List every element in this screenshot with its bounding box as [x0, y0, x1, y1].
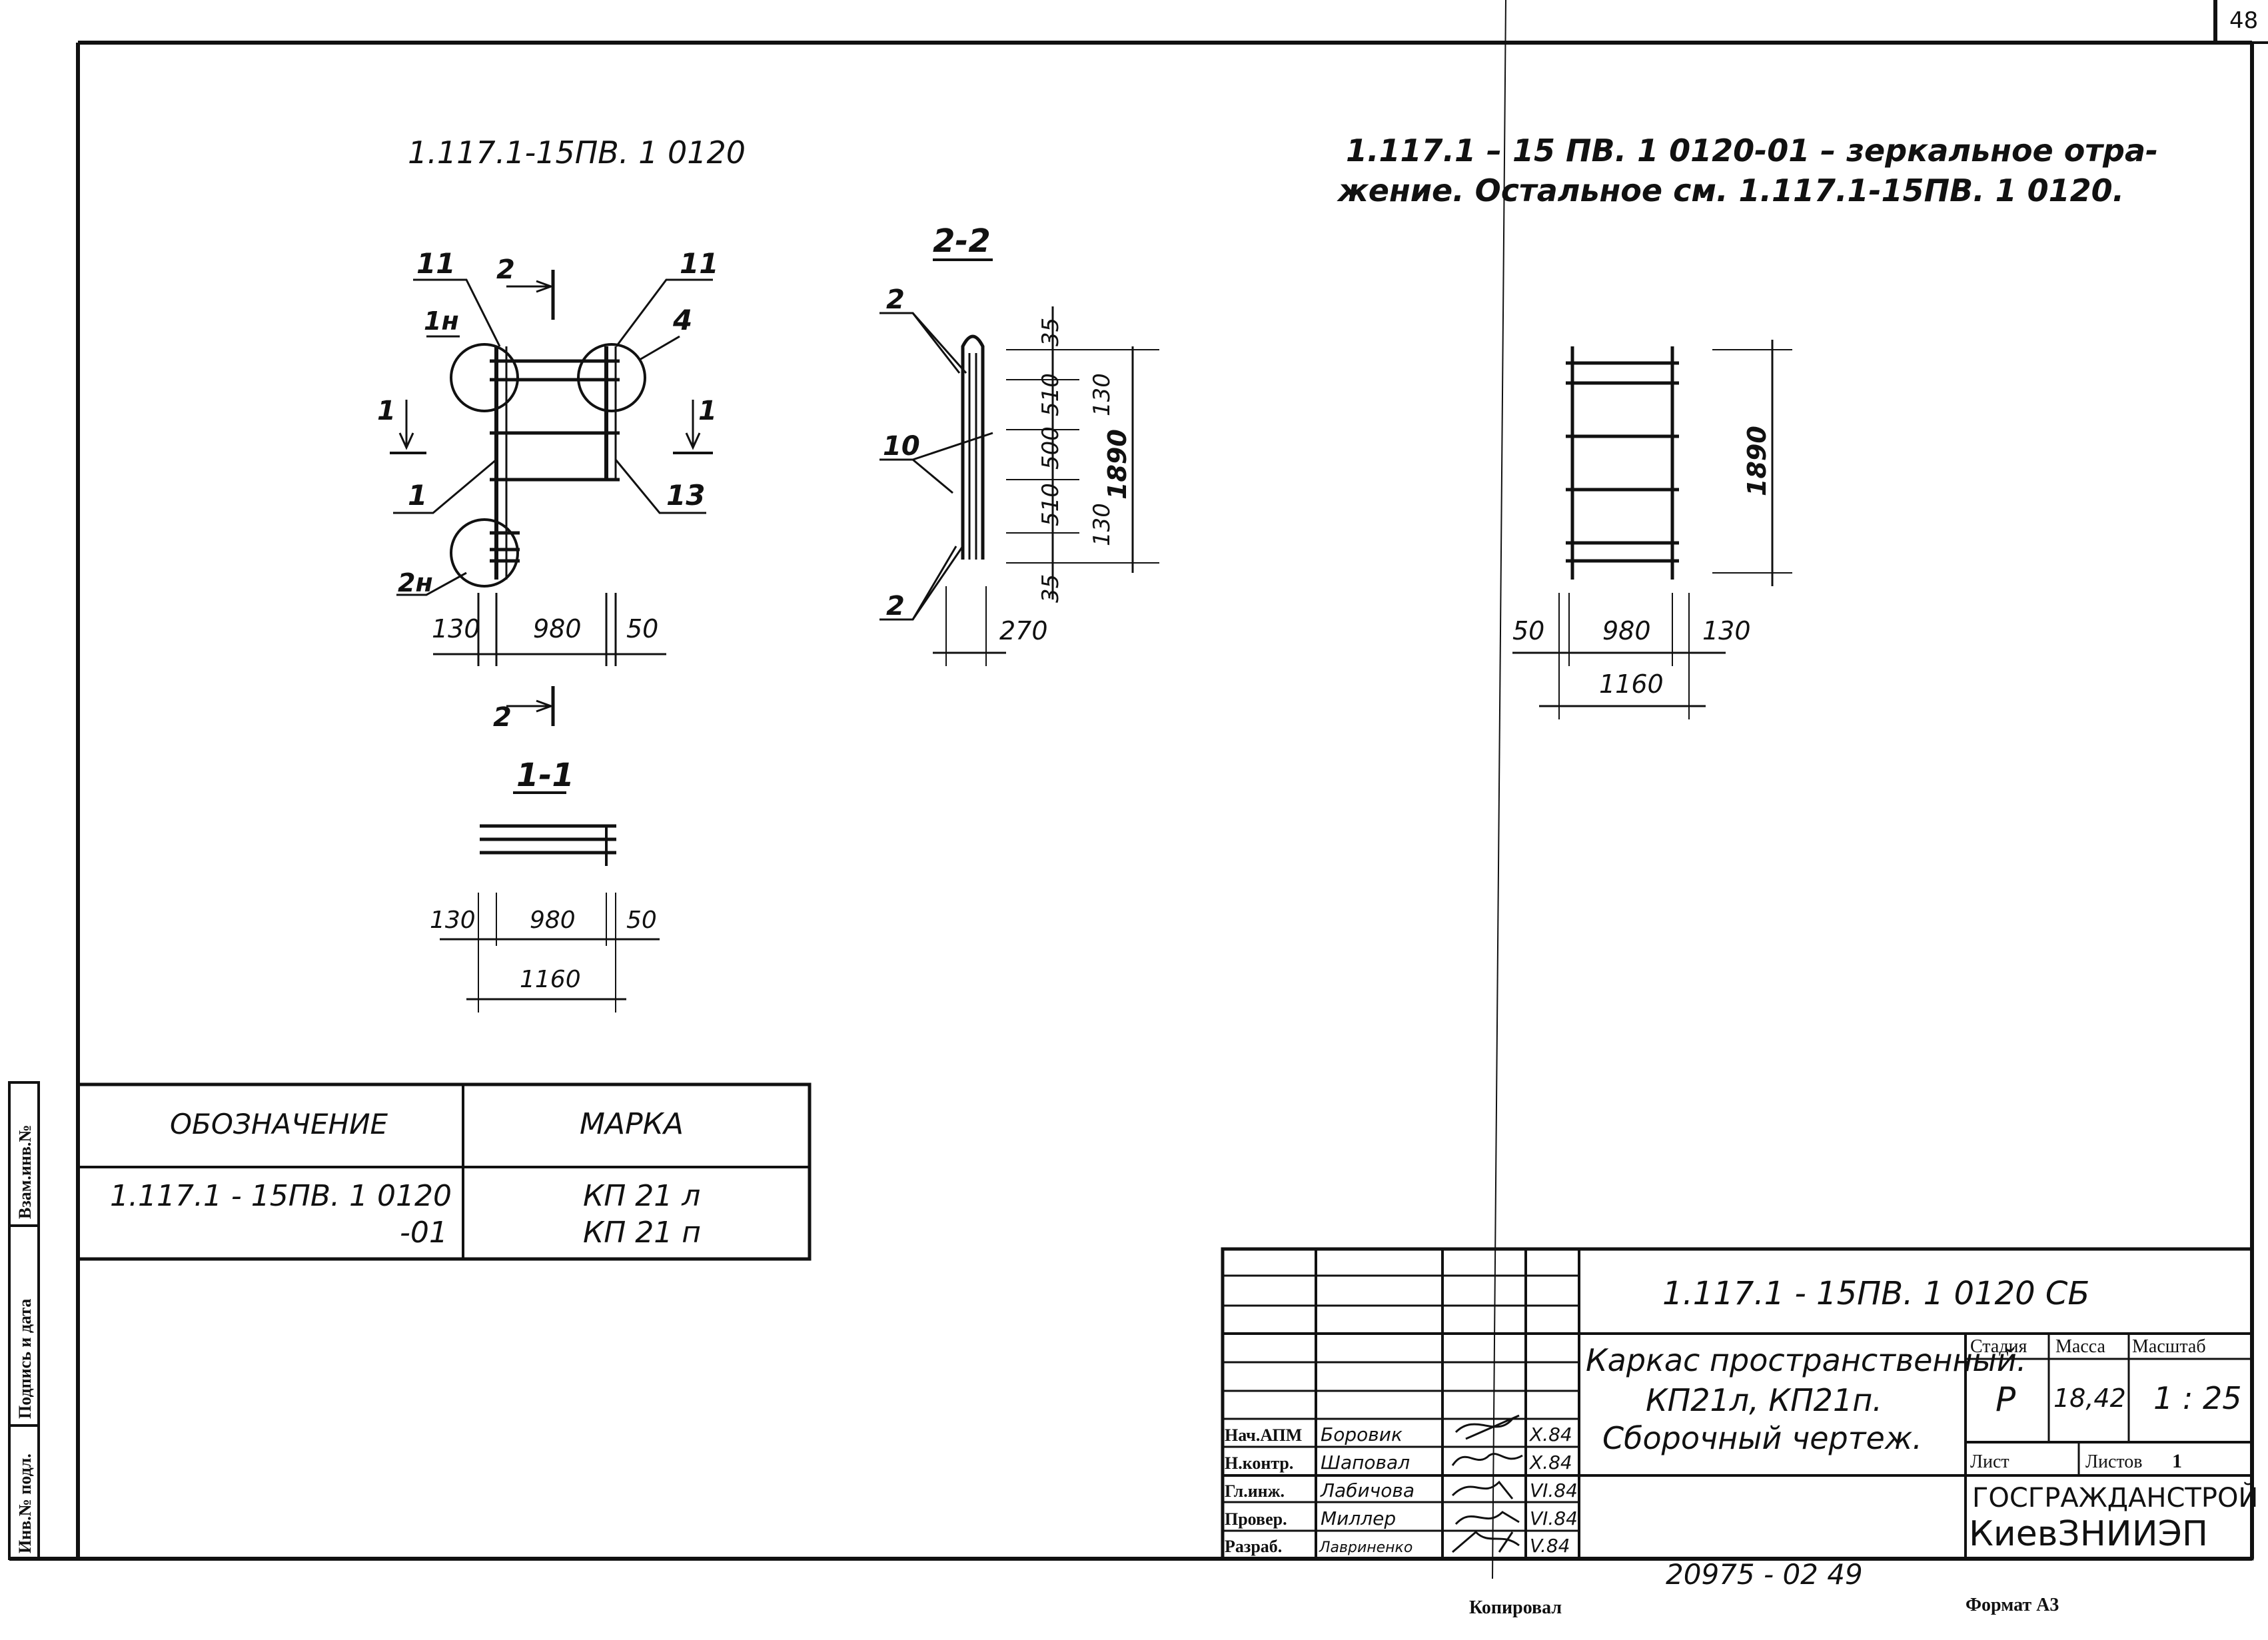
- spec-mark-line2: КП 21 п: [583, 1216, 701, 1250]
- s22-label-10: 10: [883, 431, 920, 462]
- stage-label: Стадия: [1970, 1336, 2027, 1357]
- mirror-note-line2: жение. Остальное см. 1.117.1-15ПВ. 1 012…: [1337, 173, 2124, 208]
- s22-dim-1890: 1890: [1103, 429, 1132, 500]
- title-code: 1.117.1 - 15ПВ. 1 0120 СБ: [1662, 1275, 2089, 1312]
- cut-label-2-top: 2: [496, 254, 515, 285]
- label-13: 13: [666, 479, 705, 512]
- sheet-frame: [9, 41, 2254, 1561]
- frame-mirror-view: 1890 50 980 130 1160: [1512, 340, 1792, 719]
- staff-date-3: VI.84: [1530, 1507, 1578, 1529]
- left-view-title: 1.117.1-15ПВ. 1 0120: [408, 135, 746, 171]
- sheets-value: 1: [2172, 1450, 2182, 1472]
- section-1-1: 1-1 130 980 50 1160: [430, 757, 660, 1013]
- spec-designation-line1: 1.117.1 - 15ПВ. 1 0120: [110, 1179, 452, 1213]
- staff-role-3: Провер.: [1225, 1509, 1287, 1529]
- label-1h: 1н: [424, 306, 459, 336]
- s22-dim-35-top: 35: [1037, 318, 1064, 346]
- side-stamp-inv: Инв.№ подл.: [15, 1453, 35, 1553]
- staff-name-4: Лавриненко: [1319, 1539, 1413, 1556]
- staff-date-4: V.84: [1530, 1535, 1570, 1557]
- staff-name-0: Боровик: [1321, 1424, 1403, 1445]
- side-stamp-podpis: Подпись и дата: [15, 1299, 35, 1419]
- s22-label-2-bottom: 2: [886, 591, 905, 621]
- spec-header-mark: МАРКА: [580, 1107, 684, 1141]
- scale-label: Масштаб: [2132, 1336, 2206, 1357]
- mirror-note-line1: 1.117.1 – 15 ПВ. 1 0120-01 – зеркальное …: [1346, 133, 2158, 169]
- title-block: 1.117.1 - 15ПВ. 1 0120 СБ Каркас простра…: [1221, 0, 2258, 1579]
- mass-value: 18,42: [2053, 1384, 2126, 1413]
- org-line1: ГОСГРАЖДАНСТРОЙ: [1972, 1481, 2258, 1513]
- copied-label: Копировал: [1469, 1597, 1562, 1618]
- sheets-label: Листов: [2085, 1451, 2143, 1472]
- staff-date-0: X.84: [1528, 1424, 1572, 1445]
- sheet-number-box: 48: [2213, 0, 2268, 44]
- s22-dim-510-top: 510: [1037, 373, 1064, 416]
- mirror-dim-1890: 1890: [1742, 426, 1772, 496]
- staff-name-1: Шаповал: [1321, 1451, 1410, 1473]
- mirror-dim-1160: 1160: [1599, 669, 1664, 699]
- staff-name-2: Лабичова: [1320, 1479, 1415, 1501]
- spec-mark-line1: КП 21 л: [583, 1179, 700, 1213]
- cut-label-1-left: 1: [377, 396, 396, 426]
- mirror-dim-130: 130: [1702, 616, 1751, 645]
- mirror-dim-980: 980: [1602, 616, 1651, 645]
- s11-dim-130: 130: [430, 907, 476, 934]
- staff-name-3: Миллер: [1321, 1507, 1396, 1529]
- spec-table: ОБОЗНАЧЕНИЕ МАРКА 1.117.1 - 15ПВ. 1 0120…: [76, 1082, 812, 1261]
- s11-dim-1160: 1160: [520, 966, 581, 993]
- label-11-left: 11: [416, 247, 455, 280]
- label-11-right: 11: [680, 247, 718, 280]
- label-2n: 2н: [398, 568, 433, 598]
- section-2-2: 2-2 2 10 2 35 510 500 510 35 130 130 189…: [879, 222, 1159, 666]
- spec-header-designation: ОБОЗНАЧЕНИЕ: [170, 1108, 388, 1140]
- title-name-line1: Каркас пространственный.: [1586, 1342, 2026, 1378]
- dim-980: 980: [533, 614, 582, 643]
- cut-label-1-right: 1: [698, 396, 717, 426]
- stage-value: Р: [1995, 1380, 2016, 1419]
- mass-label: Масса: [2055, 1336, 2106, 1357]
- dim-50: 50: [626, 614, 658, 643]
- s22-label-2-top: 2: [886, 284, 905, 315]
- format-label: Формат А3: [1966, 1595, 2059, 1615]
- side-stamp-vzam: Взам.инв.№: [15, 1124, 35, 1219]
- label-4: 4: [672, 304, 692, 336]
- sheet-label: Лист: [1970, 1451, 2009, 1472]
- s22-dim-270: 270: [999, 616, 1048, 645]
- section-1-1-title: 1-1: [516, 757, 574, 794]
- staff-date-1: X.84: [1528, 1451, 1572, 1473]
- staff-role-2: Гл.инж.: [1225, 1481, 1285, 1501]
- label-1: 1: [408, 479, 427, 512]
- staff-role-1: Н.контр.: [1225, 1453, 1293, 1473]
- mirror-dim-50: 50: [1512, 616, 1544, 645]
- cut-label-2-bottom: 2: [493, 702, 512, 733]
- signatures: [1451, 0, 1523, 1579]
- frame-plan-view: 11 11 1н 4 1 13 2н 1 1 2 2 130 980 50: [377, 247, 718, 733]
- title-name-line2: КП21л, КП21п.: [1646, 1382, 1882, 1418]
- s22-dim-35-bottom: 35: [1037, 574, 1064, 603]
- dim-130: 130: [432, 614, 480, 643]
- staff-date-2: VI.84: [1530, 1479, 1578, 1501]
- s22-dim-130-top: 130: [1089, 373, 1115, 416]
- s22-dim-500: 500: [1037, 426, 1064, 470]
- side-stamp: Взам.инв.№ Подпись и дата Инв.№ подл.: [8, 1081, 40, 1560]
- org-line2: КиевЗНИИЭП: [1969, 1514, 2208, 1554]
- staff-role-4: Разраб.: [1225, 1537, 1282, 1556]
- s22-dim-130-bottom: 130: [1089, 503, 1115, 546]
- archive-number: 20975 - 02 49: [1666, 1558, 1863, 1591]
- s22-dim-510-bottom: 510: [1037, 483, 1064, 526]
- scale-value: 1 : 25: [2153, 1380, 2242, 1416]
- sheet-number: 48: [2229, 7, 2258, 34]
- s11-dim-980: 980: [530, 907, 576, 934]
- s11-dim-50: 50: [626, 907, 657, 934]
- section-2-2-title: 2-2: [933, 222, 991, 260]
- title-name-line3: Сборочный чертеж.: [1602, 1420, 1922, 1456]
- staff-role-0: Нач.АПМ: [1225, 1426, 1302, 1445]
- spec-designation-line2: -01: [400, 1216, 448, 1250]
